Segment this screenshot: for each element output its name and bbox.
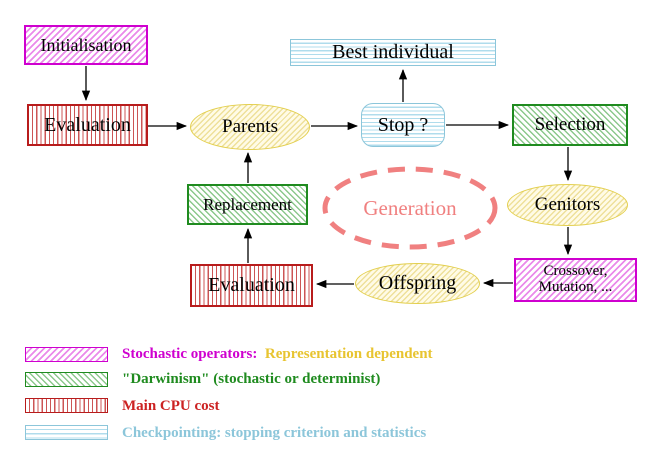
node-replacement: Replacement — [187, 184, 308, 225]
node-genitors-label: Genitors — [534, 194, 601, 216]
node-parents: Parents — [190, 104, 310, 150]
node-stop: Stop ? — [361, 103, 445, 147]
node-stop-label: Stop ? — [377, 113, 429, 136]
node-evaluation-bottom: Evaluation — [190, 264, 313, 307]
node-generation-label: Generation — [363, 195, 457, 220]
legend-item-checkpointing: Checkpointing: stopping criterion and st… — [122, 425, 427, 441]
legend-representation-label: Representation dependent — [264, 346, 433, 362]
node-genitors: Genitors — [507, 184, 628, 226]
node-initialisation-label: Initialisation — [40, 34, 132, 55]
node-best-individual: Best individual — [290, 39, 496, 66]
node-initialisation: Initialisation — [24, 25, 148, 65]
magenta-diagonal-hatch-swatch-icon — [25, 347, 108, 362]
node-best-individual-label: Best individual — [332, 41, 454, 63]
node-offspring: Offspring — [355, 263, 480, 304]
node-crossover-mutation: Crossover, Mutation, ... — [514, 258, 637, 302]
node-selection: Selection — [512, 104, 628, 146]
node-evaluation-top: Evaluation — [27, 104, 148, 146]
legend-item-cpu-cost: Main CPU cost — [122, 398, 220, 414]
cyan-horizontal-stripe-swatch-icon — [25, 425, 108, 440]
node-evaluation-bottom-label: Evaluation — [208, 274, 295, 296]
node-evaluation-top-label: Evaluation — [44, 113, 131, 136]
node-parents-label: Parents — [222, 116, 278, 138]
red-vertical-stripe-swatch-icon — [25, 398, 108, 413]
node-crossover-line2: Mutation, ... — [538, 279, 613, 295]
node-replacement-label: Replacement — [203, 194, 292, 214]
node-crossover-line1: Crossover, — [543, 263, 608, 280]
legend-item-stochastic: Stochastic operators: Representation dep… — [122, 346, 433, 363]
legend-item-darwinism: "Darwinism" (stochastic or determinist) — [122, 371, 381, 387]
node-offspring-label: Offspring — [378, 272, 457, 294]
node-selection-label: Selection — [534, 114, 606, 136]
legend-stochastic-label: Stochastic operators: — [122, 346, 258, 362]
green-diagonal-hatch-swatch-icon — [25, 372, 108, 387]
node-generation: Generation — [323, 168, 497, 248]
